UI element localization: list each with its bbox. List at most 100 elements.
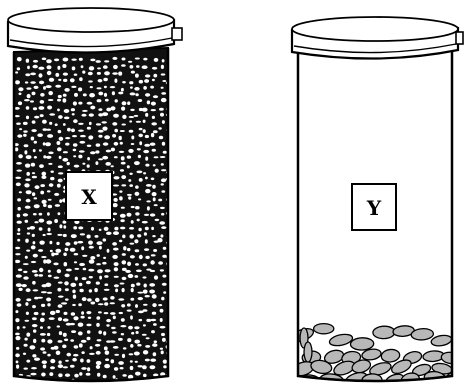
bean-speck [98, 158, 103, 160]
bean-speck [111, 165, 114, 167]
bean-speck [103, 78, 108, 81]
bean-speck [151, 254, 156, 256]
bean-speck [79, 372, 82, 376]
bean-speck [80, 233, 85, 235]
bean-speck [25, 73, 30, 76]
bean-speck [16, 183, 21, 187]
bean-speck [16, 336, 21, 340]
bean-speck [45, 142, 51, 146]
bean-speck [81, 351, 84, 354]
bean-speck [90, 86, 93, 88]
bean-speck [114, 262, 119, 266]
bean-speck [57, 288, 61, 292]
bean-speck [34, 86, 39, 89]
bean-speck [112, 242, 117, 246]
bean-speck [56, 242, 59, 245]
jar-x-label: X [66, 172, 112, 220]
bean-speck [74, 93, 78, 97]
bean-speck [137, 234, 141, 237]
bean-speck [73, 143, 78, 146]
bean-speck [114, 267, 118, 271]
bean-speck [31, 373, 37, 376]
bean-speck [73, 155, 76, 157]
bean-speck [131, 136, 134, 140]
bean-speck [102, 127, 107, 131]
bean-speck [120, 219, 124, 222]
bean-speck [134, 340, 140, 344]
bean-speck [65, 248, 69, 251]
bean-speck [55, 204, 60, 207]
bean-speck [73, 295, 76, 299]
bean-speck [121, 88, 124, 92]
bean-speck [40, 184, 45, 187]
bean-speck [131, 71, 135, 74]
bean-speck [78, 123, 84, 125]
bean-speck [40, 318, 45, 322]
bean-speck [47, 339, 52, 343]
bean-speck [16, 347, 19, 350]
bean-speck [57, 234, 62, 236]
bean-speck [170, 84, 174, 88]
bean-speck [127, 101, 130, 105]
bean-speck [34, 116, 39, 119]
bean-speck [26, 298, 31, 301]
bean-speck [71, 129, 75, 133]
bean-speck [122, 235, 125, 239]
bean [304, 342, 312, 362]
bean-speck [63, 94, 67, 97]
bean-speck [57, 269, 61, 273]
bean-speck [49, 372, 53, 376]
bean-speck [98, 79, 103, 82]
bean-speck [35, 185, 40, 189]
bean-speck [131, 284, 135, 288]
bean-speck [16, 361, 19, 364]
bean-speck [161, 183, 164, 185]
bean-speck [80, 359, 84, 363]
bean-speck [163, 151, 167, 154]
bean-speck [72, 358, 77, 362]
bean-speck [24, 368, 28, 370]
bean-speck [39, 106, 45, 110]
bean-speck [97, 269, 103, 273]
bean-speck [102, 112, 108, 116]
bean-speck [95, 298, 100, 302]
bean-speck [150, 213, 155, 216]
bean-speck [65, 274, 70, 278]
bean-speck [153, 197, 156, 201]
bean-speck [54, 219, 58, 223]
bean-speck [153, 74, 157, 78]
bean-speck [136, 121, 141, 123]
bean-speck [31, 245, 36, 249]
bean-speck [135, 74, 139, 78]
bean-speck [39, 241, 44, 245]
bean-speck [18, 228, 21, 232]
bean-speck [122, 354, 125, 358]
bean-speck [162, 80, 166, 82]
bean-speck [16, 274, 22, 277]
bean-speck [134, 161, 140, 165]
bean-speck [89, 289, 92, 292]
bean-speck [71, 86, 76, 88]
bean-speck [130, 255, 135, 258]
bean-speck [71, 330, 76, 333]
bean-speck [145, 256, 149, 259]
bean-speck [129, 227, 134, 230]
bean-speck [32, 305, 36, 308]
bean-speck [50, 177, 54, 180]
bean-speck [137, 344, 141, 347]
bean-speck [134, 326, 139, 329]
bean-speck [147, 206, 150, 210]
bean-speck [154, 58, 159, 62]
bean-speck [40, 347, 45, 350]
bean-speck [127, 165, 130, 168]
bean-speck [114, 176, 120, 179]
bean-speck [91, 302, 96, 305]
bean-speck [145, 177, 148, 180]
bean-speck [130, 86, 133, 88]
bean-speck [128, 326, 133, 330]
bean-speck [27, 66, 30, 70]
bean-speck [18, 101, 22, 105]
bean-speck [89, 113, 94, 116]
bean-speck [162, 283, 167, 286]
bean-speck [121, 304, 125, 307]
